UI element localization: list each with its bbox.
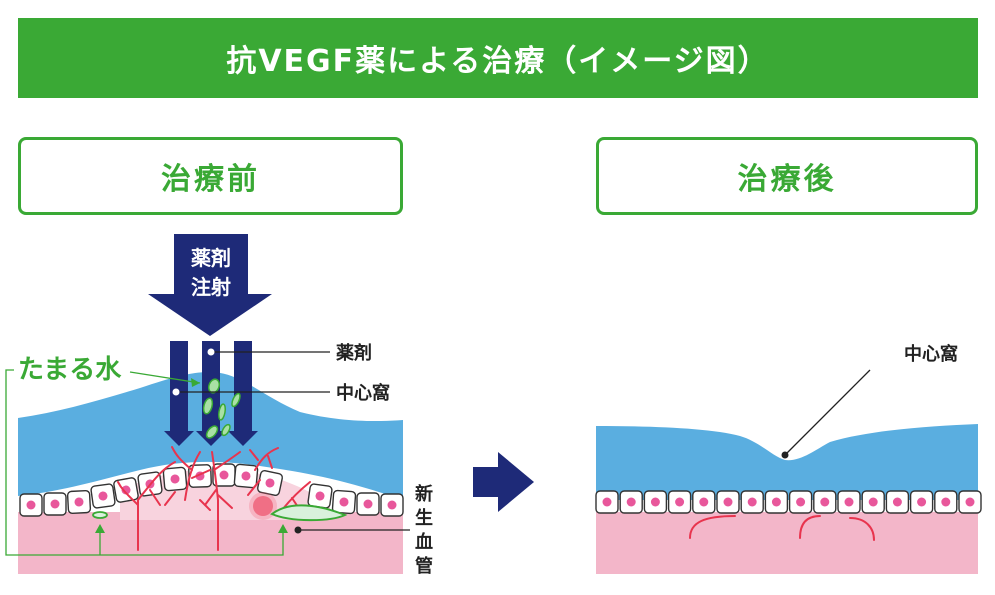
before-leader-lines (176, 351, 410, 531)
after-fovea-dot (781, 451, 789, 459)
after-choroid-tissue (596, 512, 978, 574)
before-fovea-label: 中心窩 (336, 382, 390, 404)
neovessel-label-char-1: 新 (415, 483, 433, 505)
subretinal-fluid-pocket (270, 504, 348, 522)
retinal-cell (909, 490, 934, 514)
neovessel-label-char-2: 生 (415, 507, 433, 529)
neovessel-label-char-3: 血 (415, 531, 433, 553)
after-heading-text: 治療後 (737, 162, 837, 197)
retinal-cell (837, 490, 861, 514)
neovessel-label-char-4: 管 (415, 555, 433, 577)
retinal-cell (90, 483, 116, 509)
retinal-cell (356, 492, 380, 516)
leader-dots (172, 348, 302, 534)
injection-label-line2: 注射 (191, 275, 231, 299)
retinal-cell (813, 490, 837, 514)
injection-arrow (148, 234, 272, 336)
retinal-cell (740, 490, 764, 514)
fluid-label: たまる水 (18, 355, 122, 385)
retinal-cell (380, 493, 404, 517)
small-fluid-pocket (92, 511, 108, 519)
injection-label-line1: 薬剤 (191, 246, 231, 270)
retinal-cell (331, 489, 357, 515)
drug-particles (202, 378, 241, 439)
fluid-callout-arrowheads (95, 378, 288, 533)
hemorrhage-spot (253, 496, 273, 516)
retinal-cell (861, 490, 885, 514)
retinal-cell (233, 463, 259, 489)
retinal-cell (667, 490, 692, 514)
before-choroid-tissue (18, 512, 403, 574)
retinal-cell (595, 490, 619, 514)
retinal-cell (66, 489, 92, 515)
retinal-cell (43, 492, 67, 516)
after-retina-layer (596, 424, 978, 500)
retinal-cell (256, 469, 284, 497)
retinal-cell (885, 490, 910, 514)
drug-label: 薬剤 (336, 342, 372, 364)
retinal-cell (788, 490, 813, 514)
after-fovea-label: 中心窩 (904, 343, 958, 365)
after-cell-row (595, 490, 982, 514)
retinal-cell (958, 490, 982, 514)
before-treatment-heading: 治療前 (18, 137, 403, 215)
retinal-cell (934, 490, 958, 514)
retinal-cell (619, 490, 643, 514)
retinal-cell (307, 483, 333, 509)
before-heading-text: 治療前 (161, 162, 260, 197)
transition-arrow (473, 452, 534, 512)
after-fovea-leader (784, 369, 871, 456)
retinal-cell (716, 490, 740, 514)
retinal-cell (692, 490, 716, 514)
retinal-cell (643, 490, 668, 514)
retinal-cell (162, 466, 188, 492)
page-title: 抗VEGF薬による治療（イメージ図） (226, 44, 770, 79)
before-panel: 薬剤 注射 (5, 234, 433, 577)
title-banner: 抗VEGF薬による治療（イメージ図） (18, 18, 978, 98)
retinal-cell (764, 490, 789, 514)
after-panel: 中心窩 (595, 343, 982, 574)
retinal-cell (19, 493, 43, 517)
after-treatment-heading: 治療後 (596, 137, 978, 215)
after-vessels (689, 515, 875, 541)
retinal-cell (113, 477, 139, 503)
